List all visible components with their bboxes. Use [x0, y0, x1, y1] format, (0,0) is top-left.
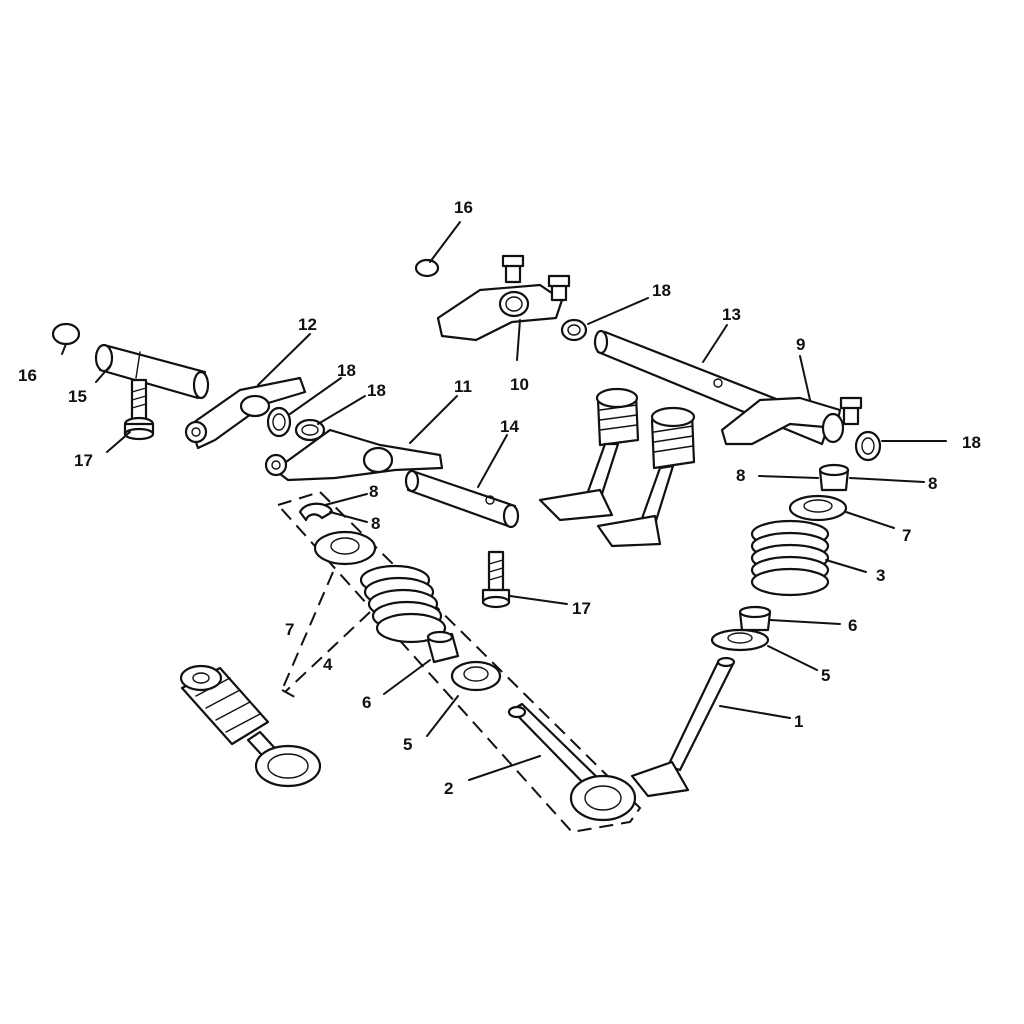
callout-15: 15: [68, 387, 87, 406]
callout-3: 3: [876, 566, 885, 585]
washer-18-d: [854, 430, 882, 462]
callout-5-left: 5: [403, 735, 412, 754]
callout-18-left-b: 18: [367, 381, 386, 400]
callout-8-right-a: 8: [736, 466, 745, 485]
rocker-bracket-10: [436, 254, 571, 342]
callout-4: 4: [323, 655, 333, 674]
callout-17-left: 17: [74, 451, 93, 470]
callout-7-left: 7: [285, 620, 294, 639]
callout-8-left-b: 8: [371, 514, 380, 533]
callout-8-left-a: 8: [369, 482, 378, 501]
callout-11: 11: [454, 377, 472, 396]
bolt-17-center: [481, 550, 511, 609]
callout-12: 12: [298, 315, 317, 334]
spring-4: [359, 564, 447, 644]
washer-18-b: [294, 418, 326, 442]
rocker-shaft-15: [94, 343, 210, 400]
callout-16-top: 16: [454, 198, 473, 217]
callout-16-left: 16: [18, 366, 37, 385]
valve-2: [507, 702, 637, 822]
valve-pair-top: [538, 387, 696, 548]
seat-5-right: [710, 628, 770, 652]
valve-1: [630, 656, 736, 798]
assembly-group-outline: [276, 490, 642, 834]
o-ring-16-top: [414, 258, 440, 278]
callout-18-upper: 18: [652, 281, 671, 300]
rocker-arm-12: [184, 376, 307, 450]
washer-18-c: [560, 318, 588, 342]
valve-guide-assembly: [179, 664, 322, 788]
spring-3: [750, 519, 830, 597]
rocker-arm-11: [264, 428, 444, 482]
callout-7-right: 7: [902, 526, 911, 545]
seat-5-left: [450, 660, 502, 692]
retainer-7-left: [313, 530, 377, 566]
callout-18-right: 18: [962, 433, 981, 452]
rocker-shaft-14: [404, 469, 520, 529]
callout-10: 10: [510, 375, 529, 394]
callout-9: 9: [796, 335, 805, 354]
leader-lines: [61, 221, 947, 781]
o-ring-16-left: [51, 322, 81, 346]
callout-17-center: 17: [572, 599, 591, 618]
collet-8-left: [298, 502, 334, 522]
retainer-7-right: [788, 494, 848, 522]
callout-5-right: 5: [821, 666, 830, 685]
callout-18-left-a: 18: [337, 361, 356, 380]
callout-6-left: 6: [362, 693, 371, 712]
callout-1: 1: [794, 712, 803, 731]
bolt-17-left: [123, 378, 155, 441]
washer-18-a: [266, 406, 292, 438]
callout-2: 2: [444, 779, 453, 798]
callout-8-right-b: 8: [928, 474, 937, 493]
callout-6-right: 6: [848, 616, 857, 635]
callout-14: 14: [500, 417, 519, 436]
callout-13: 13: [722, 305, 741, 324]
group-link-lines: [281, 571, 371, 701]
rocker-arm-9: [720, 396, 863, 446]
